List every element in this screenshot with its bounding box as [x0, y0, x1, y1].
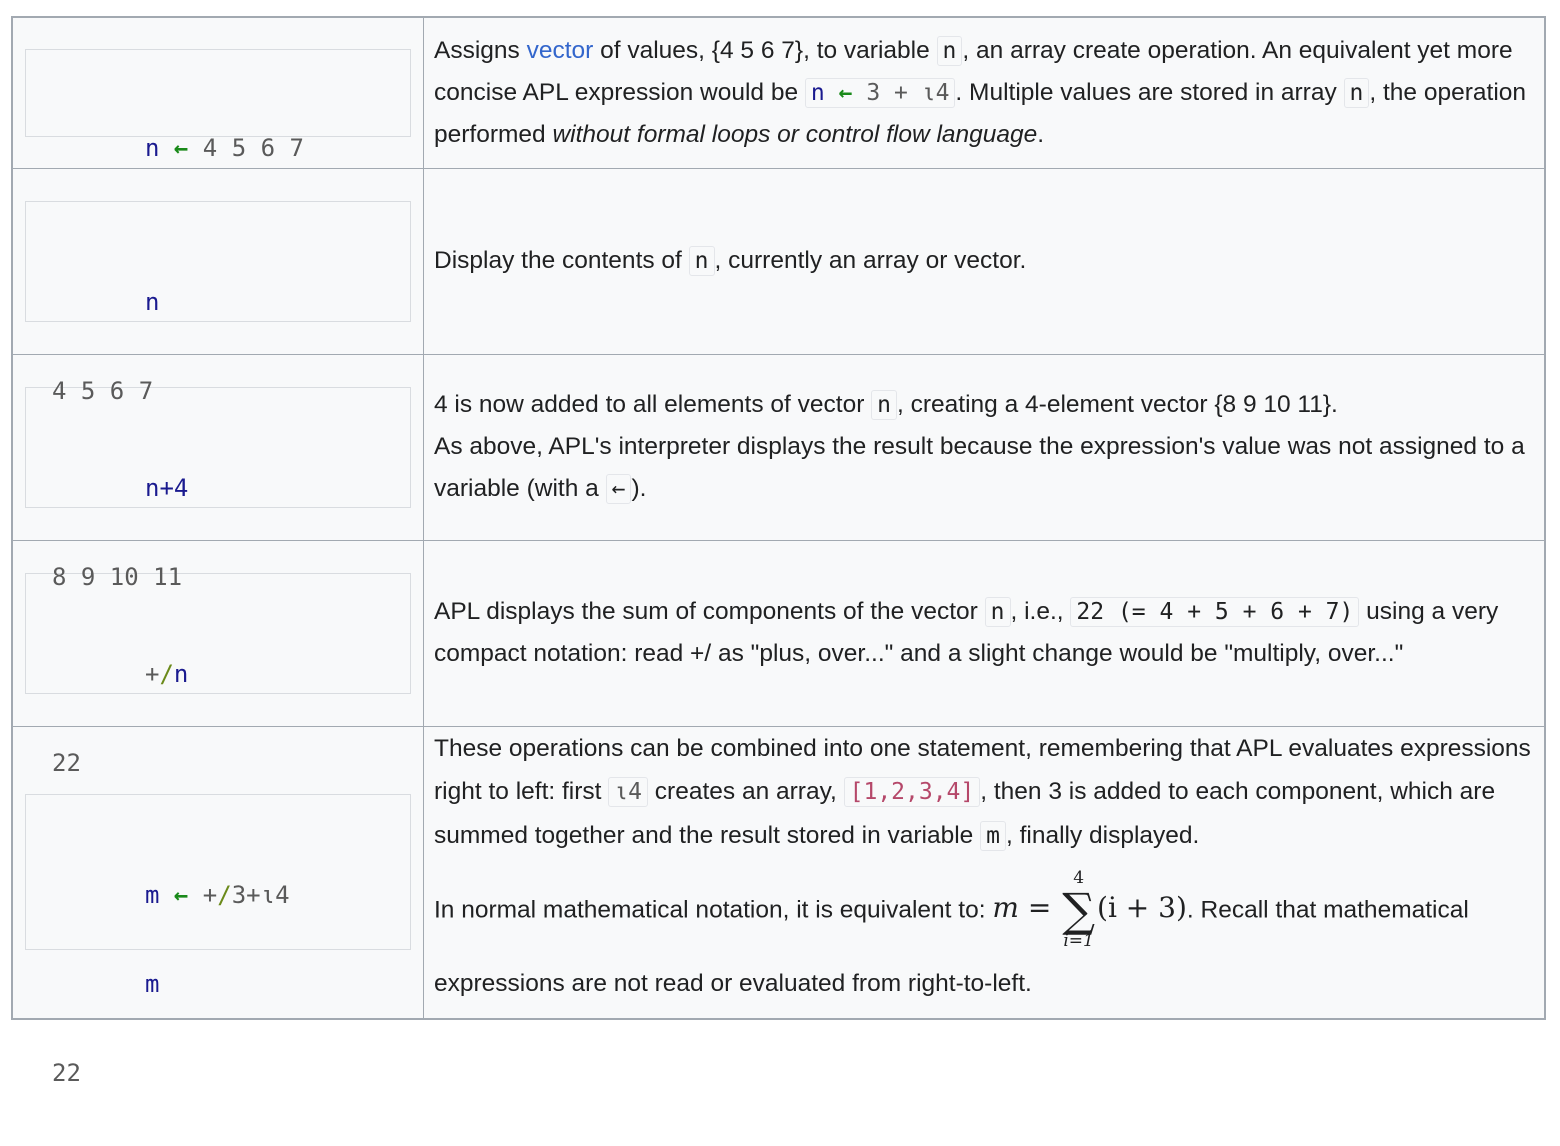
inline-code: n	[1343, 77, 1370, 108]
inline-code: [1,2,3,4]	[843, 776, 981, 807]
inline-code: ι4	[608, 776, 648, 807]
table-row: m ← +/3+ι4 m 22 These operations can be …	[11, 725, 1546, 1087]
table-row: n 4 5 6 7 Display the contents of n, cur…	[11, 167, 1546, 405]
inline-code: m	[980, 820, 1006, 851]
math-paragraph: In normal mathematical notation, it is e…	[434, 867, 1469, 997]
description-cell: Display the contents of n, currently an …	[423, 167, 1546, 355]
description-text: Display the contents of n, currently an …	[434, 246, 1027, 276]
description-cell: 4 is now added to all elements of vector…	[423, 353, 1546, 541]
reduce-token: /	[159, 659, 174, 688]
variable-token: n	[173, 659, 189, 688]
input-token: n+4	[145, 473, 189, 502]
math-formula: m = 4∑i=1(i + 3)	[992, 867, 1187, 951]
inline-code: 22 (= 4 + 5 + 6 + 7)	[1070, 597, 1360, 627]
description-text: APL displays the sum of components of th…	[434, 597, 1499, 667]
table-row: n ← 4 5 6 7 Assigns vector of values, {4…	[11, 16, 1546, 169]
input-token: n	[145, 287, 160, 316]
inline-code: n	[936, 35, 963, 66]
code-cell: m ← +/3+ι4 m 22	[11, 725, 424, 1087]
assign-arrow: ←	[173, 881, 189, 909]
description-cell: These operations can be combined into on…	[423, 725, 1546, 1019]
table-row: n+4 8 9 10 11 4 is now added to all elem…	[11, 353, 1546, 591]
code-block: n 4 5 6 7	[25, 200, 411, 405]
output-line: 8 9 10 11	[52, 562, 183, 591]
summation-icon: 4∑i=1	[1062, 867, 1096, 951]
code-block: n+4 8 9 10 11	[25, 386, 411, 591]
description-text: These operations can be combined into on…	[434, 734, 1531, 851]
description-cell: Assigns vector of values, {4 5 6 7}, to …	[423, 16, 1546, 169]
code-cell: +/n 22	[11, 539, 424, 777]
code-cell: n ← 4 5 6 7	[11, 16, 424, 169]
description-text: Assigns vector of values, {4 5 6 7}, to …	[434, 35, 1527, 148]
inline-code: n	[984, 597, 1011, 627]
assign-arrow: ←	[173, 133, 189, 162]
variable-token: n	[145, 133, 160, 162]
output-line: 22	[52, 1059, 81, 1087]
apl-examples-table: n ← 4 5 6 7 Assigns vector of values, {4…	[11, 16, 1546, 1087]
output-line: 22	[52, 748, 81, 777]
description-text: 4 is now added to all elements of vector…	[434, 390, 1525, 504]
code-block: n ← 4 5 6 7	[25, 48, 411, 162]
description-cell: APL displays the sum of components of th…	[423, 539, 1546, 727]
reduce-token: /	[217, 881, 232, 909]
inline-code: n ← 3 + ι4	[804, 77, 956, 108]
emphasis-text: without formal loops or control flow lan…	[552, 120, 1038, 148]
code-cell: n 4 5 6 7	[11, 167, 424, 405]
variable-token: m	[145, 970, 160, 998]
code-block: +/n 22	[25, 572, 411, 777]
code-cell: n+4 8 9 10 11	[11, 353, 424, 591]
plus-token: +	[145, 659, 160, 688]
values-token: 4 5 6 7	[188, 133, 304, 162]
vector-link[interactable]: vector	[526, 36, 594, 64]
variable-token: m	[145, 881, 160, 909]
inline-code: ←	[605, 474, 632, 504]
inline-code: n	[688, 246, 715, 276]
output-line: 4 5 6 7	[52, 376, 154, 405]
table-row: +/n 22 APL displays the sum of component…	[11, 539, 1546, 777]
code-block: m ← +/3+ι4 m 22	[25, 794, 411, 1087]
inline-code: n	[871, 390, 898, 420]
code-line: n ← 4 5 6 7	[52, 132, 410, 165]
